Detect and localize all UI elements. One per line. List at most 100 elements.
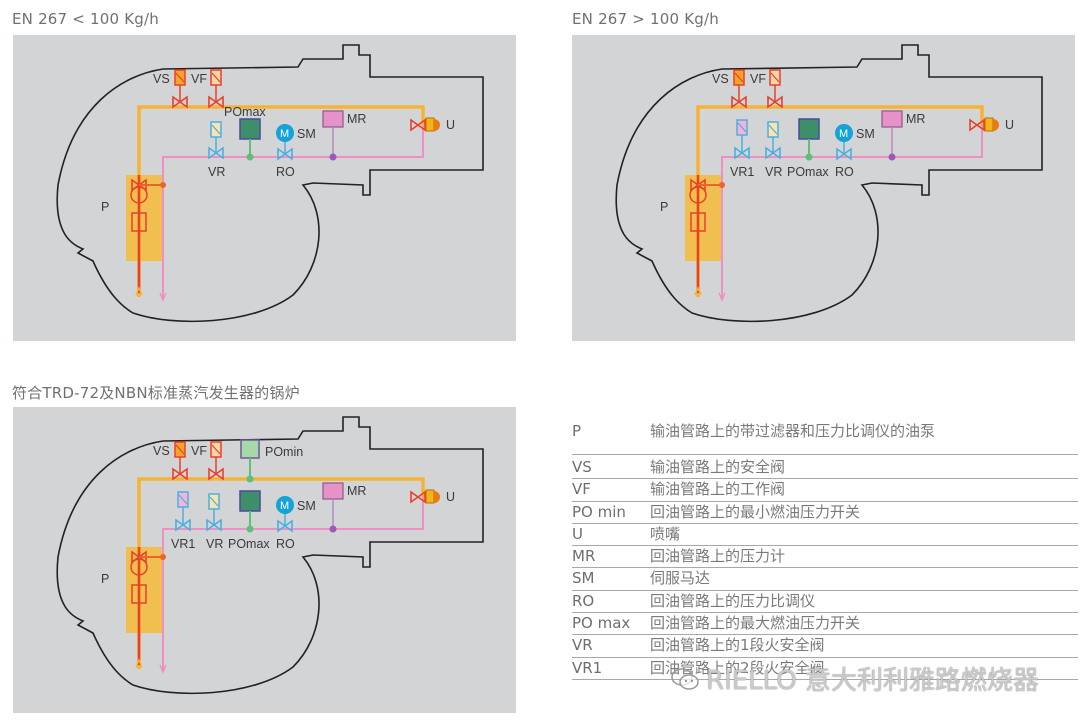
vr1-valve-icon — [734, 146, 750, 160]
junction-dot — [719, 182, 725, 188]
burner-housing-outline — [56, 416, 484, 695]
servomotor-icon — [276, 124, 294, 142]
pressure-gauge-icon — [322, 110, 344, 128]
vf-solenoid-icon-slash — [770, 72, 780, 83]
label-p: P — [101, 200, 109, 214]
legend-code: VR — [572, 636, 593, 655]
legend-code: VS — [572, 458, 592, 476]
label-vr: VR — [765, 165, 782, 179]
vs-valve-icon — [172, 95, 188, 109]
legend-code: RO — [572, 591, 595, 610]
servomotor-icon — [835, 124, 853, 142]
watermark: RIELLO 意大利利雅路燃烧器 — [670, 660, 1039, 697]
burner-housing-outline — [615, 44, 1043, 323]
label-vf: VF — [750, 72, 766, 86]
label-vr: VR — [206, 537, 223, 551]
vs-solenoid-icon-slash — [175, 444, 185, 455]
legend-code: MR — [572, 547, 596, 566]
vf-valve-icon — [208, 467, 224, 481]
motor-letter: M — [280, 128, 289, 140]
legend-code: PO max — [572, 614, 631, 633]
legend-code: U — [572, 524, 583, 543]
pomax-junction — [805, 153, 813, 161]
inflow-arrow-icon — [694, 286, 702, 296]
pomax-switch-icon — [239, 118, 261, 140]
pomax-switch-icon — [239, 490, 261, 512]
legend-code: VF — [572, 480, 591, 499]
watermark-text: RIELLO 意大利利雅路燃烧器 — [706, 666, 1039, 696]
vr1-valve-icon — [175, 518, 191, 532]
label-vs: VS — [153, 72, 170, 86]
filter-icon — [131, 584, 147, 604]
vr-valve-icon — [206, 518, 222, 532]
vr-solenoid-icon-slash — [211, 124, 221, 135]
vs-solenoid-icon-slash — [734, 72, 744, 83]
label-mr: MR — [347, 112, 366, 126]
nozzle-tip — [434, 119, 440, 131]
return-line — [721, 125, 983, 300]
nozzle-tip — [434, 491, 440, 503]
vr-solenoid-icon-slash — [768, 124, 778, 135]
pomax-junction — [246, 525, 254, 533]
label-vf: VF — [191, 72, 207, 86]
nozzle-icon — [425, 489, 435, 504]
filter-icon — [131, 212, 147, 232]
servomotor-icon — [276, 496, 294, 514]
legend-desc: 回油管路上的1段火安全阀 — [650, 636, 825, 655]
mr-junction — [329, 525, 337, 533]
legend-desc: 喷嘴 — [650, 524, 681, 543]
vr-valve-icon — [765, 146, 781, 160]
label-u: U — [446, 118, 455, 132]
pump-icon — [130, 186, 148, 204]
vr-solenoid-icon-slash — [209, 496, 219, 507]
legend-row: VR 回油管路上的1段火安全阀 — [572, 635, 1078, 658]
legend-desc: 回油管路上的2段火安全阀 — [650, 658, 825, 677]
motor-letter: M — [839, 128, 848, 140]
legend-desc: 输油管路上的带过滤器和压力比调仪的油泵 — [650, 422, 936, 440]
label-sm: SM — [856, 127, 875, 141]
legend-row: U 喷嘴 — [572, 524, 1078, 547]
vf-solenoid-icon-slash — [211, 72, 221, 83]
outflow-arrow-icon — [718, 292, 726, 302]
nozzle-icon — [425, 117, 435, 132]
pomin-junction — [246, 475, 254, 483]
nozzle-valve-icon — [410, 490, 426, 504]
junction-dot — [160, 554, 166, 560]
ro-valve-icon — [277, 519, 293, 533]
label-pomax: POmax — [224, 105, 266, 119]
pomin-switch-icon — [240, 439, 260, 459]
ro-valve-icon — [277, 147, 293, 161]
junction-dot — [160, 182, 166, 188]
outflow-arrow-icon — [159, 292, 167, 302]
label-sm: SM — [297, 127, 316, 141]
pressure-gauge-icon — [322, 482, 344, 500]
label-vs: VS — [712, 72, 729, 86]
label-ro: RO — [276, 537, 295, 551]
motor-letter: M — [280, 500, 289, 512]
vf-valve-icon — [208, 95, 224, 109]
label-u: U — [1005, 118, 1014, 132]
label-pomin: POmin — [265, 445, 303, 459]
label-mr: MR — [347, 484, 366, 498]
mr-junction — [888, 153, 896, 161]
vf-valve-icon — [767, 95, 783, 109]
inflow-arrow-icon — [135, 658, 143, 668]
return-line — [162, 125, 424, 300]
legend-desc: 回油管路上的压力比调仪 — [650, 591, 816, 610]
pump-icon — [130, 558, 148, 576]
label-vf: VF — [191, 444, 207, 458]
panel-title-en267-lt100: EN 267 < 100 Kg/h — [12, 10, 159, 28]
mr-junction — [329, 153, 337, 161]
vr-valve-icon — [208, 146, 224, 160]
wechat-icon — [671, 667, 699, 690]
pressure-regulator-icon — [131, 550, 147, 564]
